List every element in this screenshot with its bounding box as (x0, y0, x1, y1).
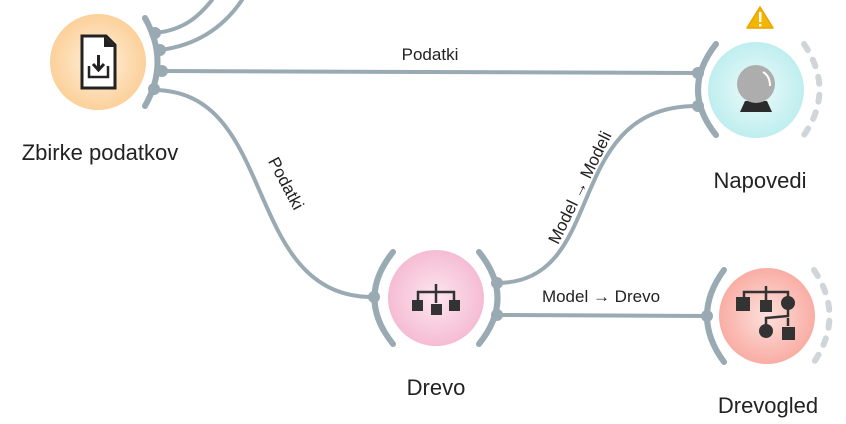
edge-label-podatki-1: Podatki (402, 45, 459, 64)
edge-offscreen-1[interactable] (153, 0, 214, 35)
node-datasets[interactable]: Zbirke podatkov (22, 14, 179, 165)
edge-offscreen-2[interactable] (158, 0, 244, 52)
output-channel-arc[interactable] (142, 15, 161, 109)
node-label: Napovedi (714, 168, 807, 193)
node-tree[interactable]: Drevo (368, 249, 503, 400)
file-download-icon (80, 34, 117, 90)
edge-datasets-tree[interactable] (151, 88, 375, 299)
edge-datasets-predictions[interactable] (160, 69, 699, 75)
edge-label-model-modeli: Model → Modeli (545, 128, 616, 247)
node-circle (719, 268, 815, 364)
output-channel-arc[interactable] (476, 249, 501, 347)
input-channel-arc[interactable] (695, 41, 719, 138)
edge-label-model-drevo: Model → Drevo (542, 287, 660, 306)
node-label: Drevogled (718, 393, 818, 418)
warning-icon[interactable] (746, 6, 774, 29)
node-label: Drevo (407, 375, 466, 400)
crystal-ball-icon (737, 65, 775, 112)
node-tree-viewer[interactable]: Drevogled (701, 267, 833, 418)
tree-icon (412, 284, 460, 315)
node-label: Zbirke podatkov (22, 140, 179, 165)
edge-tree-viewer[interactable] (495, 313, 709, 318)
edge-tree-predictions[interactable] (495, 104, 699, 285)
edge-label-podatki-2: Podatki (264, 154, 307, 213)
output-channel-arc[interactable] (801, 41, 823, 138)
node-predictions[interactable]: Napovedi (692, 6, 823, 193)
tree-viewer-icon (736, 286, 795, 340)
output-channel-arc[interactable] (811, 267, 833, 365)
